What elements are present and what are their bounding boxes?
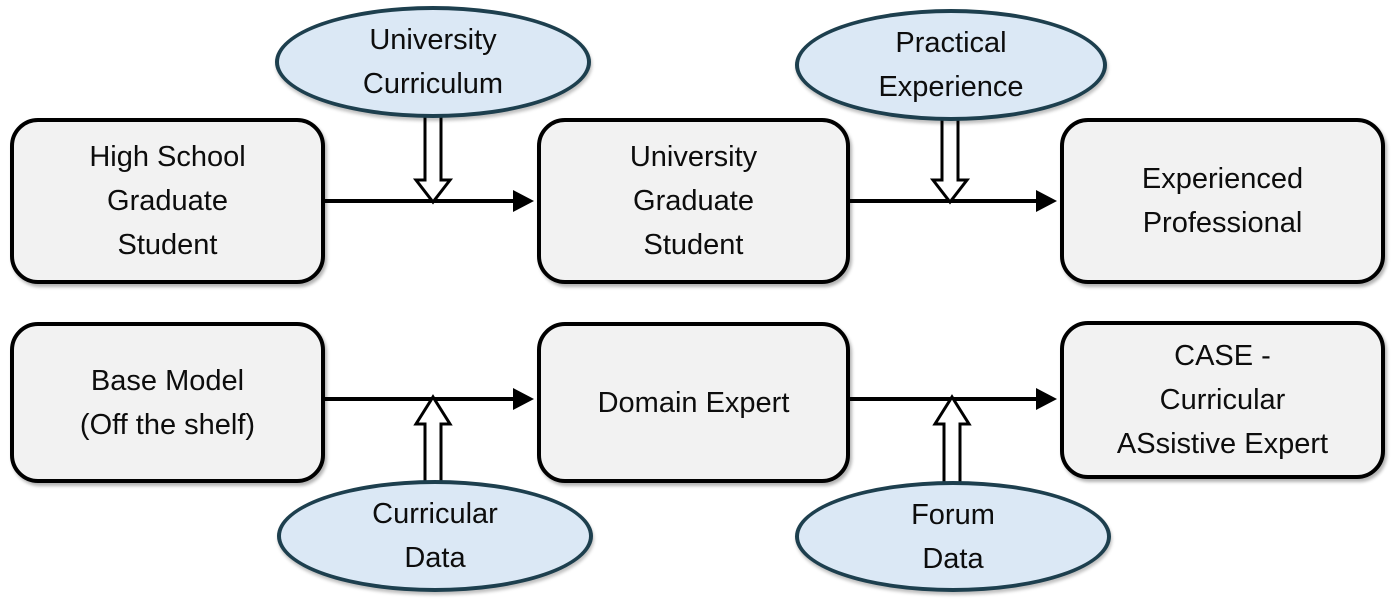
arrow-university-to-professional [850, 190, 1057, 212]
node-case-curricular-assistive-expert: CASE - Curricular ASsistive Expert [1060, 321, 1385, 479]
node-high-school-graduate-student: High School Graduate Student [10, 118, 325, 284]
node-label: Domain Expert [597, 386, 790, 419]
node-label: Curricular Data [372, 498, 498, 574]
block-down-arrow-university-curriculum [412, 110, 454, 205]
node-forum-data: Forum Data [795, 481, 1111, 592]
arrow-highschool-to-university [325, 190, 534, 212]
node-base-model: Base Model (Off the shelf) [10, 322, 325, 483]
node-university-graduate-student: University Graduate Student [537, 118, 850, 284]
node-label: Forum Data [911, 498, 995, 575]
node-experienced-professional: Experienced Professional [1060, 118, 1385, 284]
block-up-arrow-curricular-data [413, 394, 453, 488]
arrow-domainexpert-to-case [850, 388, 1057, 410]
node-label: University Curriculum [362, 24, 504, 100]
node-university-curriculum: University Curriculum [275, 6, 591, 118]
node-label: CASE - Curricular ASsistive Expert [1116, 340, 1329, 460]
block-up-arrow-forum-data [932, 394, 972, 488]
node-curricular-data: Curricular Data [277, 480, 593, 592]
arrow-basemodel-to-domainexpert [325, 388, 534, 410]
block-down-arrow-practical-experience [929, 110, 971, 205]
node-practical-experience: Practical Experience [795, 9, 1107, 121]
node-label: Base Model (Off the shelf) [79, 364, 256, 441]
node-label: Experienced Professional [1141, 163, 1304, 239]
node-domain-expert: Domain Expert [537, 322, 850, 483]
node-label: High School Graduate Student [89, 141, 246, 261]
node-label: University Graduate Student [629, 141, 758, 261]
node-label: Practical Experience [878, 27, 1024, 103]
